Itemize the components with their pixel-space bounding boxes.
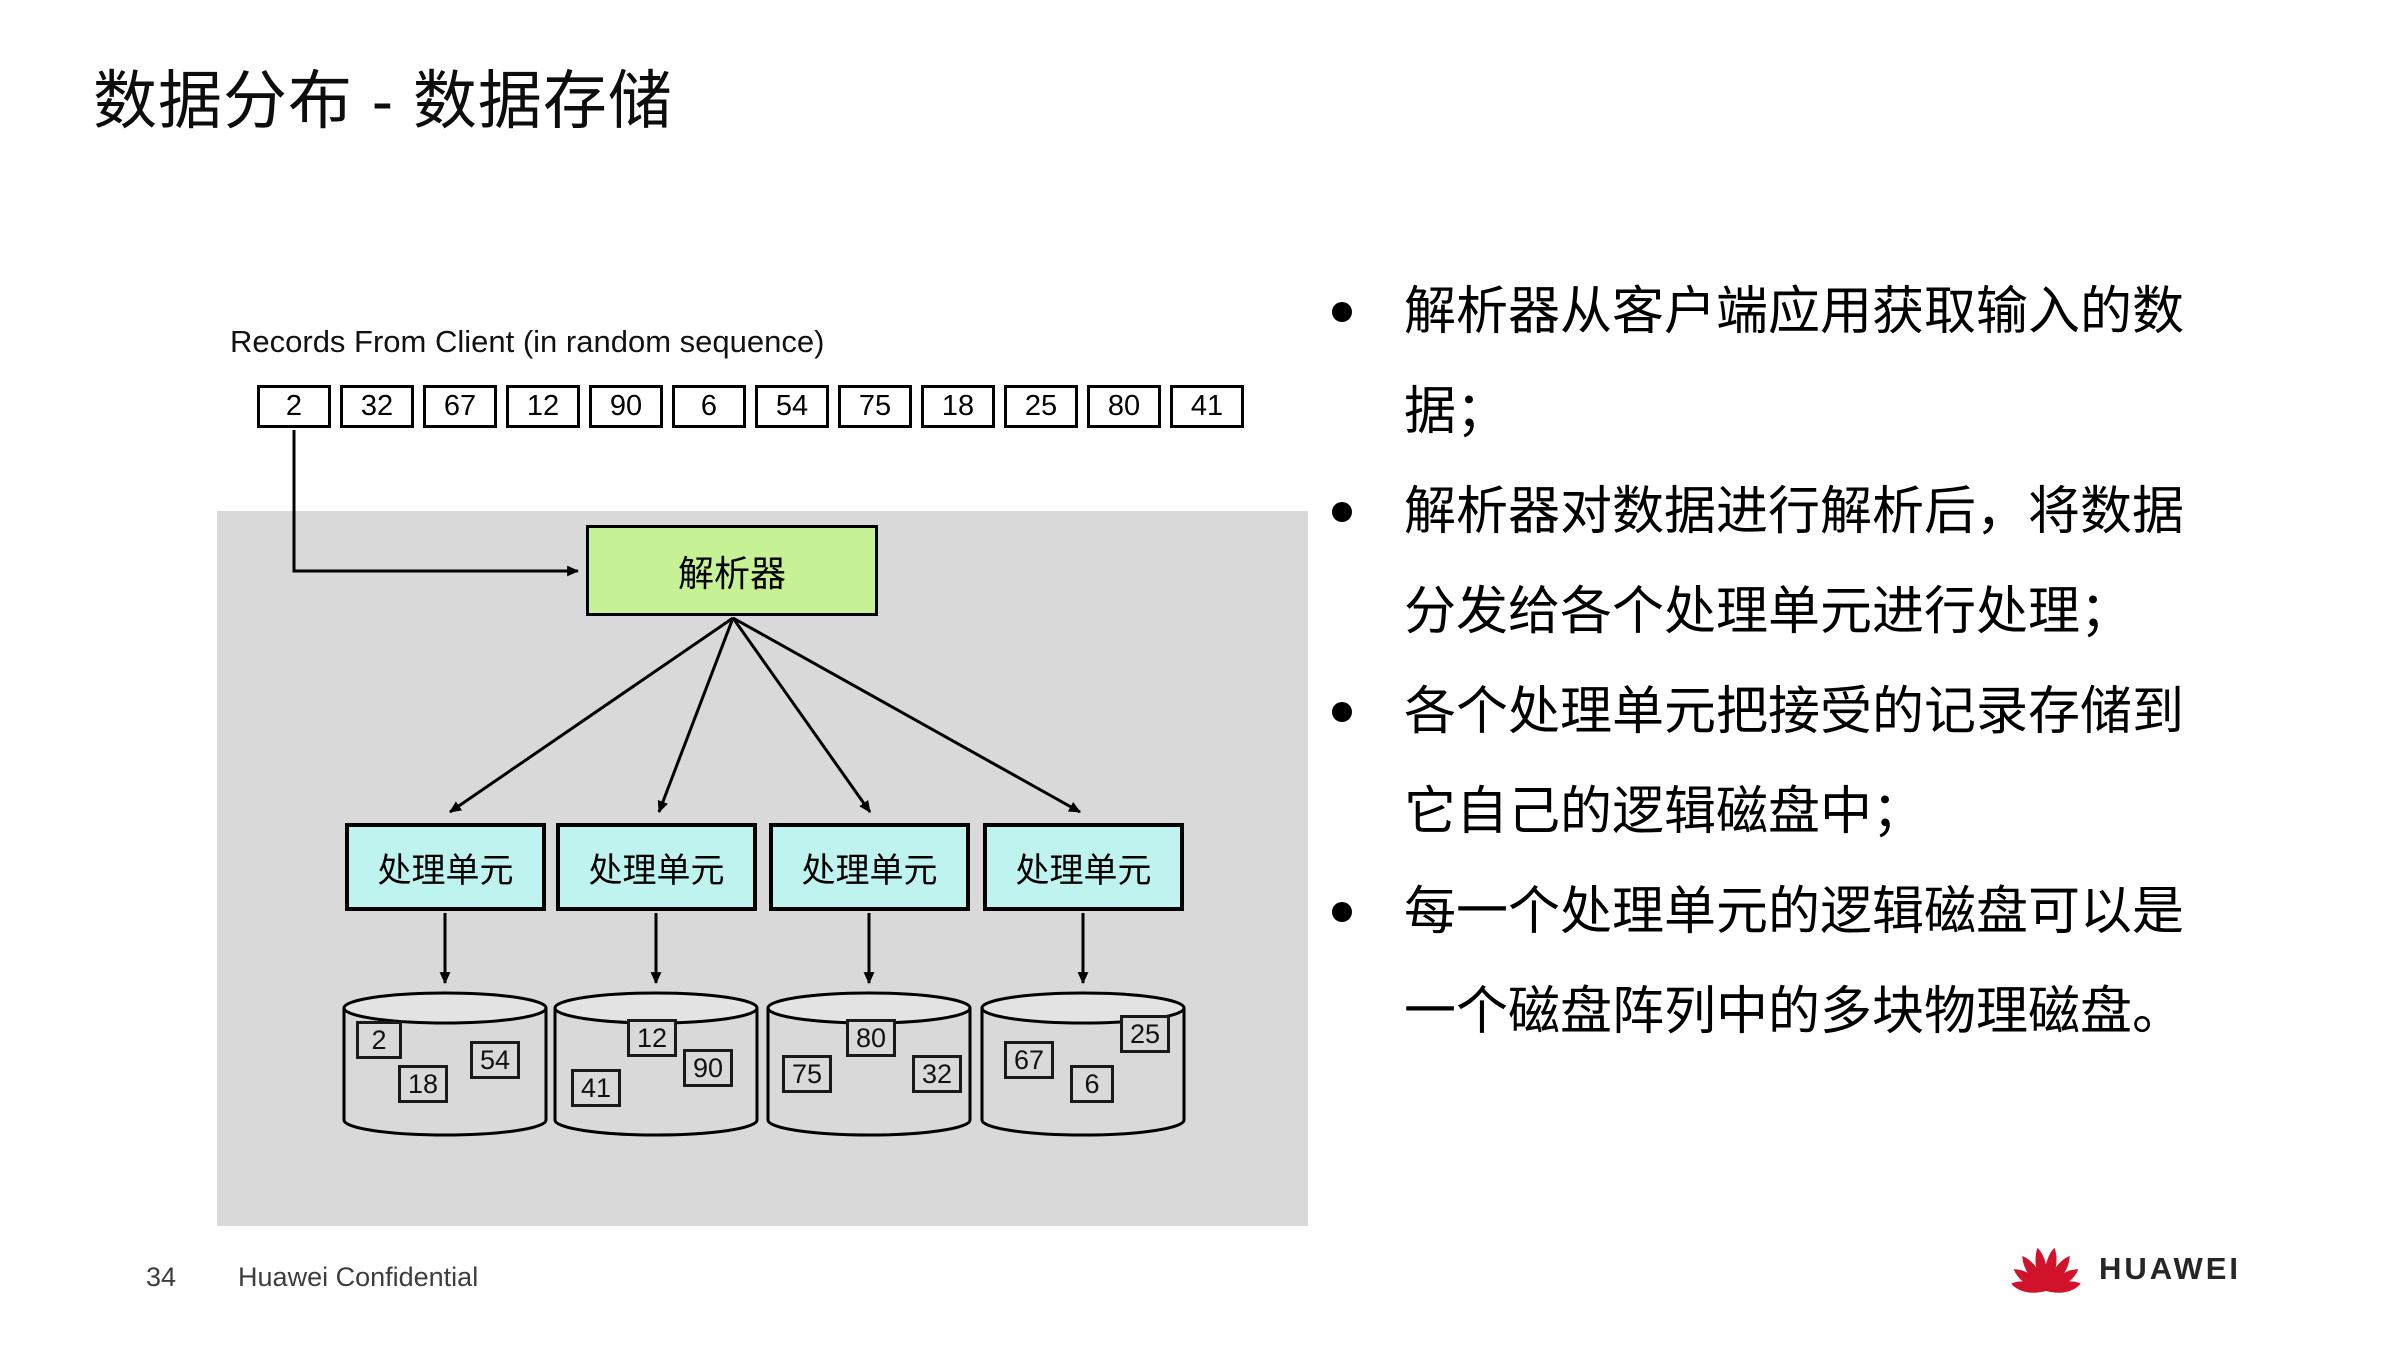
records-from-client-label: Records From Client (in random sequence) (230, 324, 825, 359)
bullet-text: 各个处理单元把接受的记录存储到它自己的逻辑磁盘中； (1404, 683, 2185, 841)
disk-record-chip: 67 (1004, 1041, 1054, 1079)
records-row: 2 32 67 12 90 6 54 75 18 25 80 41 (257, 385, 1244, 428)
processing-unit-box: 处理单元 (556, 823, 757, 911)
disk-record-chip: 32 (912, 1055, 962, 1093)
record-box: 32 (340, 385, 414, 428)
bullet-dot-icon (1332, 302, 1352, 322)
bullet-item: 每一个处理单元的逻辑磁盘可以是一个磁盘阵列中的多块物理磁盘。 (1332, 862, 2222, 1062)
bullet-text: 解析器从客户端应用获取输入的数据； (1404, 283, 2185, 441)
record-box: 12 (506, 385, 580, 428)
huawei-flower-icon (2011, 1247, 2081, 1293)
bullet-item: 解析器从客户端应用获取输入的数据； (1332, 262, 2222, 462)
record-box: 6 (672, 385, 746, 428)
huawei-logo: HUAWEI (2007, 1240, 2241, 1298)
disk-record-chip: 75 (782, 1055, 832, 1093)
disk-record-chip: 6 (1070, 1065, 1114, 1103)
record-box: 67 (423, 385, 497, 428)
disk-record-chip: 90 (683, 1049, 733, 1087)
record-box: 90 (589, 385, 663, 428)
record-box: 2 (257, 385, 331, 428)
page-title: 数据分布 - 数据存储 (93, 65, 673, 137)
record-box: 75 (838, 385, 912, 428)
disk-records-2: 12 90 41 (555, 993, 757, 1135)
parser-box: 解析器 (586, 525, 878, 616)
bullet-dot-icon (1332, 702, 1352, 722)
disk-record-chip: 18 (398, 1065, 448, 1103)
disk-record-chip: 54 (470, 1041, 520, 1079)
disk-record-chip: 12 (627, 1019, 677, 1057)
processing-unit-box: 处理单元 (983, 823, 1184, 911)
bullet-dot-icon (1332, 902, 1352, 922)
footer: 34 Huawei Confidential (146, 1262, 478, 1293)
record-box: 80 (1087, 385, 1161, 428)
disk-records-4: 25 67 6 (982, 993, 1184, 1135)
bullet-text: 解析器对数据进行解析后，将数据分发给各个处理单元进行处理； (1404, 483, 2185, 641)
bullet-dot-icon (1332, 502, 1352, 522)
disk-records-1: 2 54 18 (344, 993, 546, 1135)
disk-record-chip: 25 (1120, 1015, 1170, 1053)
bullet-item: 各个处理单元把接受的记录存储到它自己的逻辑磁盘中； (1332, 662, 2222, 862)
record-box: 18 (921, 385, 995, 428)
disk-records-3: 80 75 32 (768, 993, 970, 1135)
page-number: 34 (146, 1262, 177, 1292)
disk-record-chip: 80 (846, 1019, 896, 1057)
bullet-text: 每一个处理单元的逻辑磁盘可以是一个磁盘阵列中的多块物理磁盘。 (1404, 883, 2185, 1041)
bullet-list: 解析器从客户端应用获取输入的数据； 解析器对数据进行解析后，将数据分发给各个处理… (1332, 262, 2222, 1062)
processing-unit-box: 处理单元 (769, 823, 970, 911)
disk-record-chip: 2 (356, 1021, 402, 1059)
confidential-label: Huawei Confidential (238, 1262, 479, 1292)
bullet-item: 解析器对数据进行解析后，将数据分发给各个处理单元进行处理； (1332, 462, 2222, 662)
processing-unit-box: 处理单元 (345, 823, 546, 911)
record-box: 54 (755, 385, 829, 428)
record-box: 41 (1170, 385, 1244, 428)
brand-wordmark: HUAWEI (2099, 1251, 2241, 1286)
disk-record-chip: 41 (571, 1069, 621, 1107)
record-box: 25 (1004, 385, 1078, 428)
